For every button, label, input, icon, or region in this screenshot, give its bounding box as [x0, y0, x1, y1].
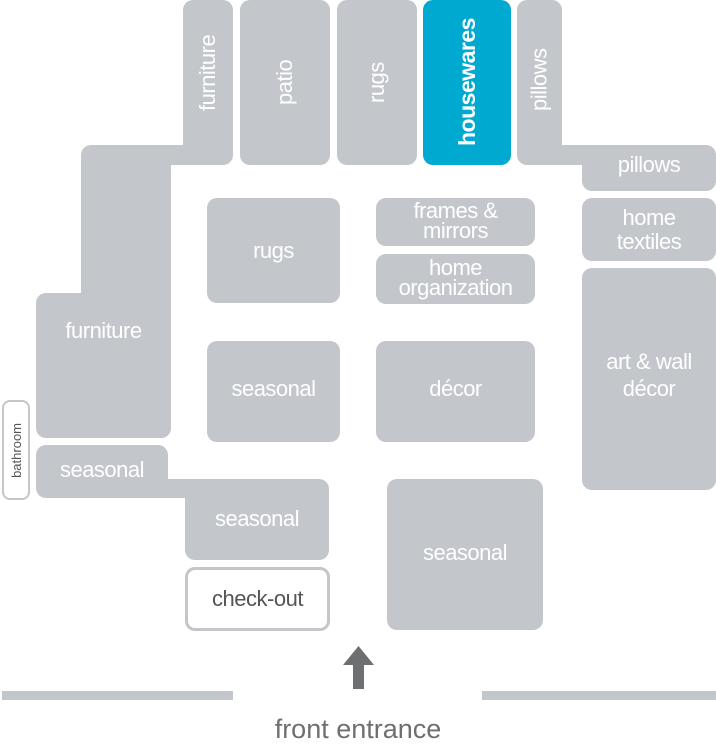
- section-pillows-horizontal[interactable]: [582, 145, 716, 191]
- furniture-step: [36, 293, 171, 438]
- section-frames-mirrors[interactable]: frames & mirrors: [376, 198, 535, 246]
- section-seasonal-center[interactable]: seasonal: [207, 341, 340, 442]
- patio-label: patio: [272, 59, 297, 106]
- decor-label: décor: [429, 375, 482, 401]
- front-entrance-label: front entrance: [274, 714, 442, 744]
- frames-mirrors-label: frames & mirrors: [413, 198, 498, 243]
- seasonal-center-label: seasonal: [231, 375, 316, 401]
- checkout-label: check-out: [212, 586, 303, 611]
- section-seasonal-left[interactable]: [36, 445, 168, 498]
- section-pillows-vertical[interactable]: [517, 0, 562, 165]
- pillows-horizontal-label: pillows: [617, 152, 681, 177]
- section-decor[interactable]: décor: [376, 341, 535, 442]
- section-bathroom[interactable]: bathroom: [2, 400, 30, 500]
- pillows-vertical-label: pillows: [526, 48, 552, 112]
- section-housewares[interactable]: housewares: [423, 0, 511, 165]
- home-textiles-label: home textiles: [616, 204, 682, 254]
- section-checkout[interactable]: check-out: [185, 567, 330, 631]
- section-rugs-center[interactable]: rugs: [207, 198, 340, 303]
- rugs-top-label: rugs: [364, 62, 389, 103]
- section-art-wall-decor[interactable]: art & wall décor: [582, 268, 716, 490]
- arrow-up-icon: [343, 646, 374, 689]
- furniture-top-label: furniture: [195, 34, 220, 111]
- section-seasonal-right[interactable]: seasonal: [387, 479, 543, 630]
- housewares-label: housewares: [454, 18, 480, 147]
- seasonal-left-label: seasonal: [59, 457, 145, 482]
- section-seasonal-lower[interactable]: [185, 479, 329, 560]
- section-home-textiles[interactable]: home textiles: [582, 198, 716, 261]
- rugs-center-label: rugs: [253, 237, 294, 263]
- art-wall-decor-label: art & wall décor: [606, 349, 692, 401]
- furniture-left-label: furniture: [65, 318, 142, 343]
- home-organization-label: home organization: [398, 255, 513, 300]
- front-wall-left: [2, 691, 233, 700]
- seasonal-lower-label: seasonal: [214, 506, 300, 531]
- seasonal-right-label: seasonal: [422, 539, 508, 565]
- front-wall-right: [482, 691, 716, 700]
- furniture-connector: [150, 145, 210, 165]
- section-patio[interactable]: patio: [240, 0, 330, 165]
- section-home-organization[interactable]: home organization: [376, 254, 535, 304]
- section-furniture-top[interactable]: [183, 0, 233, 165]
- section-rugs-top[interactable]: rugs: [337, 0, 417, 165]
- bathroom-label: bathroom: [8, 422, 24, 478]
